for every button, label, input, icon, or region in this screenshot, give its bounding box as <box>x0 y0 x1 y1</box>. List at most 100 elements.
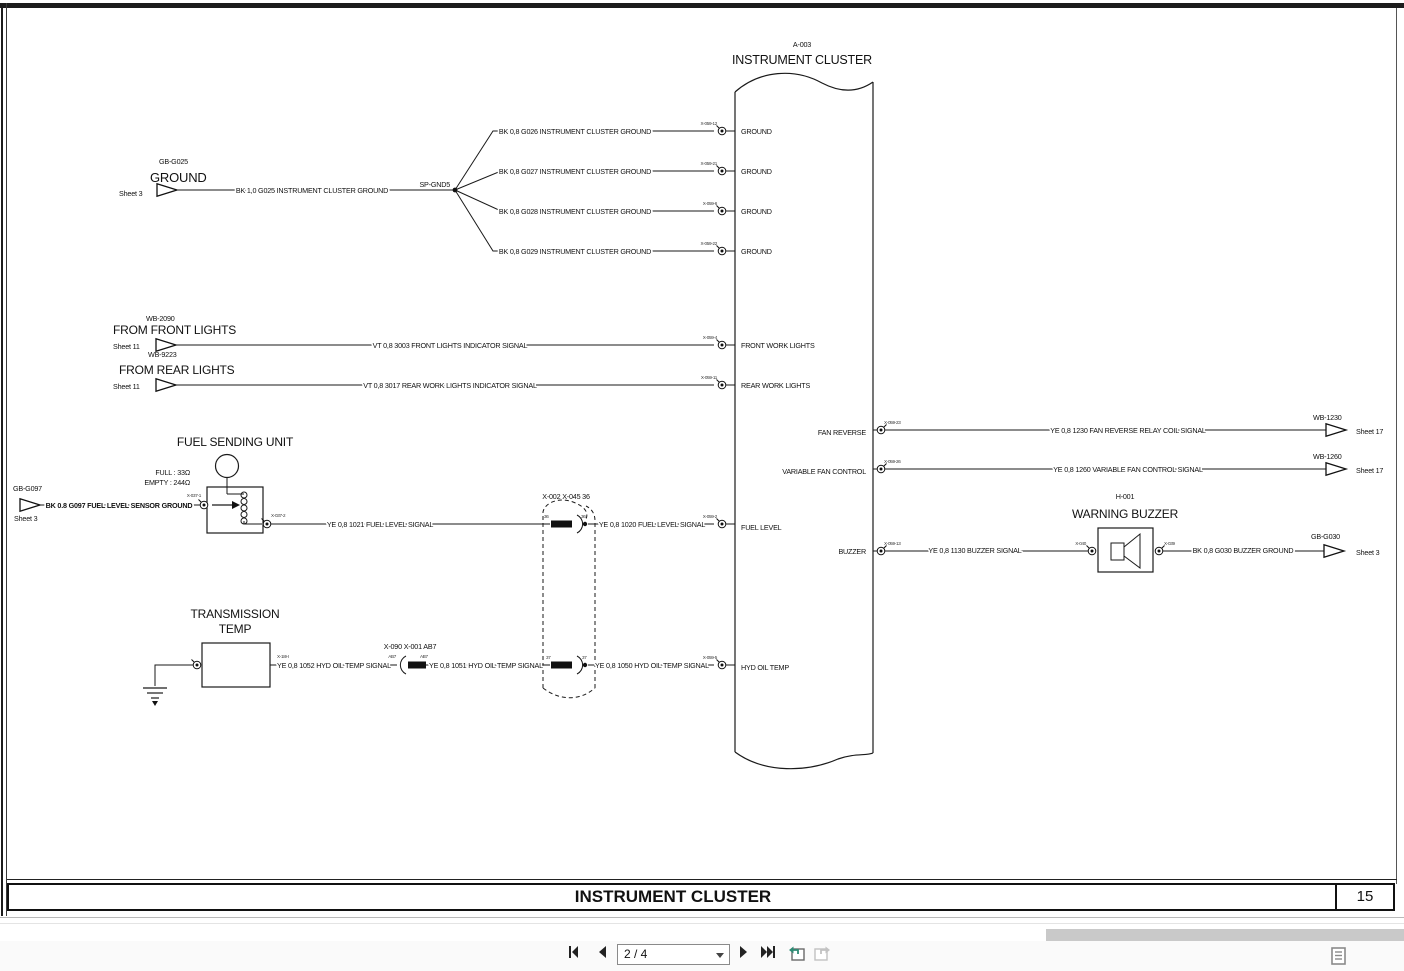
page-frame-left-inner <box>6 3 7 916</box>
cluster-label-front-work-lights: FRONT WORK LIGHTS <box>741 341 815 350</box>
pin-id: X-059-22 <box>701 241 718 246</box>
previous-page-icon <box>599 946 606 958</box>
wire-label-3003: VT 0,8 3003 FRONT LIGHTS INDICATOR SIGNA… <box>373 341 528 350</box>
splice-label: SP-GND5 <box>419 180 450 189</box>
first-page-button[interactable] <box>568 945 590 967</box>
front-lights-code2: WB-9223 <box>148 350 177 359</box>
drawing-border-line <box>7 879 1397 880</box>
first-page-icon <box>569 946 578 958</box>
sheet-number: 15 <box>1335 885 1393 909</box>
pin-id: 37 <box>582 655 587 660</box>
wire-label-g025: BK 1,0 G025 INSTRUMENT CLUSTER GROUND <box>236 186 388 195</box>
trans-title-1: TRANSMISSION <box>191 607 280 621</box>
fuel-empty-value: EMPTY : 244Ω <box>144 478 190 487</box>
pin-id: X-059-4 <box>703 335 718 340</box>
front-lights-code: WB-2090 <box>146 314 175 323</box>
previous-view-button[interactable] <box>788 945 810 967</box>
arrow-fuel-ground-in <box>19 498 41 512</box>
horizontal-scrollbar-thumb[interactable] <box>1046 929 1404 941</box>
ground-sheet: Sheet 3 <box>119 189 143 198</box>
cluster-label-fan-reverse: FAN REVERSE <box>818 428 867 437</box>
wire-label-1051: YE 0,8 1051 HYD OIL TEMP SIGNAL <box>429 661 543 670</box>
connector-label-x002: X-002 X-045 36 <box>542 492 590 501</box>
next-page-icon <box>740 946 747 958</box>
front-lights-title: FROM FRONT LIGHTS <box>113 323 236 337</box>
page-frame-left <box>1 3 3 916</box>
wire-label-g029: BK 0,8 G029 INSTRUMENT CLUSTER GROUND <box>499 247 651 256</box>
schematic-canvas: A-003 INSTRUMENT CLUSTER GB-G025 GROUND … <box>13 40 1384 770</box>
wire-label-1260: YE 0,8 1260 VARIABLE FAN CONTROL SIGNAL <box>1053 465 1203 474</box>
fuel-ground-sheet: Sheet 3 <box>14 514 38 523</box>
chevron-down-icon <box>716 953 724 958</box>
pin-id: AB7 <box>420 654 429 659</box>
inline-connector-x090 <box>399 655 426 675</box>
pin-id: X-039 <box>1164 541 1176 546</box>
previous-page-button[interactable] <box>596 945 618 967</box>
document-properties-icon <box>1331 947 1346 965</box>
next-view-button[interactable] <box>813 945 835 967</box>
pin-id: X-059-2 <box>703 514 718 519</box>
pin-id: X-059-11 <box>701 375 718 380</box>
cluster-label-hyd-oil-temp: HYD OIL TEMP <box>741 663 789 672</box>
schematic-text: A-003 INSTRUMENT CLUSTER GB-G025 GROUND … <box>13 40 1384 672</box>
cluster-label-ground-4: GROUND <box>741 247 772 256</box>
document-properties-button[interactable] <box>1331 947 1351 967</box>
buzzer-title: WARNING BUZZER <box>1072 507 1179 521</box>
variable-fan-code: WB-1260 <box>1313 452 1342 461</box>
pin-id: X-037-1 <box>187 493 202 498</box>
cluster-label-buzzer: BUZZER <box>838 547 866 556</box>
wire-label-3017: VT 0,8 3017 REAR WORK LIGHTS INDICATOR S… <box>363 381 537 390</box>
variable-fan-sheet: Sheet 17 <box>1356 466 1383 475</box>
page-number-combobox[interactable]: 2 / 4 <box>617 944 730 965</box>
pin-id: X-059-12 <box>701 121 718 126</box>
cluster-title: INSTRUMENT CLUSTER <box>732 53 872 67</box>
wiring-lines <box>39 130 1326 686</box>
pin-id: AB7 <box>388 654 397 659</box>
page-indicator: 2 / 4 <box>624 947 648 961</box>
last-page-icon <box>761 946 775 958</box>
last-page-button[interactable] <box>760 945 782 967</box>
next-page-button[interactable] <box>738 945 760 967</box>
wire-label-1021: YE 0,8 1021 FUEL LEVEL SIGNAL <box>327 520 434 529</box>
sheet-title: INSTRUMENT CLUSTER <box>574 887 772 906</box>
pin-id: X-059-6 <box>703 201 718 206</box>
ground-code: GB-G025 <box>159 157 188 166</box>
fan-reverse-code: WB-1230 <box>1313 413 1342 422</box>
arrow-variable-fan-out <box>1325 462 1347 476</box>
cluster-label-rear-work-lights: REAR WORK LIGHTS <box>741 381 810 390</box>
horizontal-scrollbar-track[interactable] <box>0 923 1404 941</box>
page-edge-shadow <box>0 917 1404 918</box>
arrow-rear-lights-in <box>155 378 177 392</box>
arrow-fan-reverse-out <box>1325 423 1347 437</box>
pin-id: X-059-23 <box>884 420 901 425</box>
pin-id: 37 <box>546 655 551 660</box>
fuel-title: FUEL SENDING UNIT <box>177 435 294 449</box>
wire-label-g027: BK 0,8 G027 INSTRUMENT CLUSTER GROUND <box>499 167 651 176</box>
pin-id: X-059-13 <box>884 541 901 546</box>
splice-dot <box>452 187 458 193</box>
rear-lights-sheet: Sheet 11 <box>113 382 140 391</box>
pin-id: X-059-5 <box>703 655 718 660</box>
wire-label-1052: YE 0,8 1052 HYD OIL TEMP SIGNAL <box>277 661 391 670</box>
pin-id: X-059-21 <box>701 161 718 166</box>
cluster-label-fuel-level: FUEL LEVEL <box>741 523 782 532</box>
wire-label-g028: BK 0,8 G028 INSTRUMENT CLUSTER GROUND <box>499 207 651 216</box>
front-lights-sheet: Sheet 11 <box>113 342 140 351</box>
pin-id: X-18H <box>277 654 289 659</box>
harness-connector-boundary <box>542 499 596 699</box>
ground-title: GROUND <box>150 170 207 185</box>
transmission-temp-symbol <box>143 642 271 706</box>
wire-label-1230: YE 0,8 1230 FAN REVERSE RELAY COIL SIGNA… <box>1050 426 1206 435</box>
fuel-full-value: FULL : 33Ω <box>155 468 190 477</box>
buzzer-ground-code: GB-G030 <box>1311 532 1340 541</box>
arrow-ground-in <box>156 183 178 197</box>
previous-view-icon <box>789 946 805 961</box>
wire-label-1130: YE 0,8 1130 BUZZER SIGNAL <box>928 546 1021 555</box>
fan-reverse-sheet: Sheet 17 <box>1356 427 1383 436</box>
arrow-buzzer-ground-out <box>1323 544 1345 558</box>
cluster-label-ground-1: GROUND <box>741 127 772 136</box>
pin-id: X-040 <box>1075 541 1087 546</box>
wire-label-g097: BK 0.8 G097 FUEL LEVEL SENSOR GROUND <box>46 501 193 510</box>
title-block: INSTRUMENT CLUSTER 15 <box>7 883 1395 911</box>
pin-id: 36 <box>581 514 586 519</box>
